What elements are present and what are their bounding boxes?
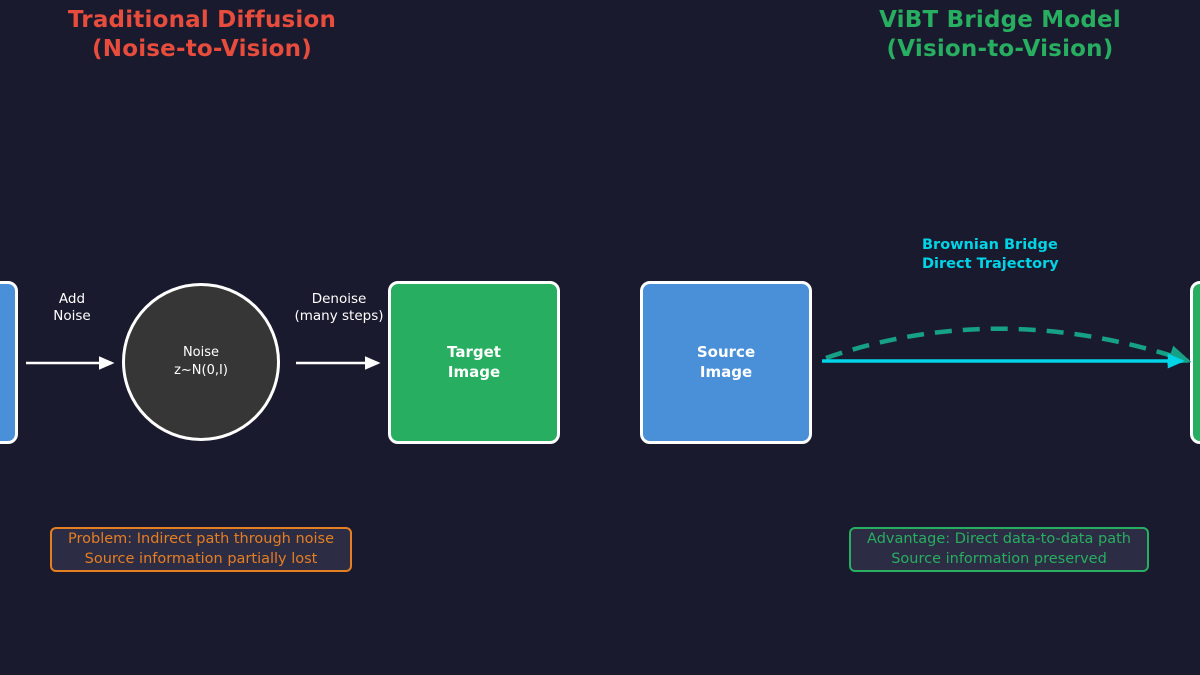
right-source-image-box: Source Image — [640, 281, 812, 444]
arrow-stochastic-arc — [825, 326, 1192, 365]
annotation-problem: Problem: Indirect path through noise Sou… — [50, 527, 352, 572]
panel-title-vibt-bridge-model: ViBT Bridge Model (Vision-to-Vision) — [879, 7, 1121, 63]
annotation-advantage: Advantage: Direct data-to-data path Sour… — [849, 527, 1149, 572]
panel-title-traditional-diffusion: Traditional Diffusion (Noise-to-Vision) — [67, 7, 337, 63]
arrow-label-add-noise: Add Noise — [53, 291, 91, 325]
left-source-image-box — [0, 281, 18, 444]
noise-node: Noise z~N(0,I) — [122, 283, 280, 441]
trajectory-label-brownian-bridge: Brownian Bridge Direct Trajectory — [922, 237, 1059, 272]
arrow-label-denoise: Denoise (many steps) — [294, 291, 384, 325]
right-target-image-box — [1190, 281, 1200, 444]
left-target-image-box: Target Image — [388, 281, 560, 444]
